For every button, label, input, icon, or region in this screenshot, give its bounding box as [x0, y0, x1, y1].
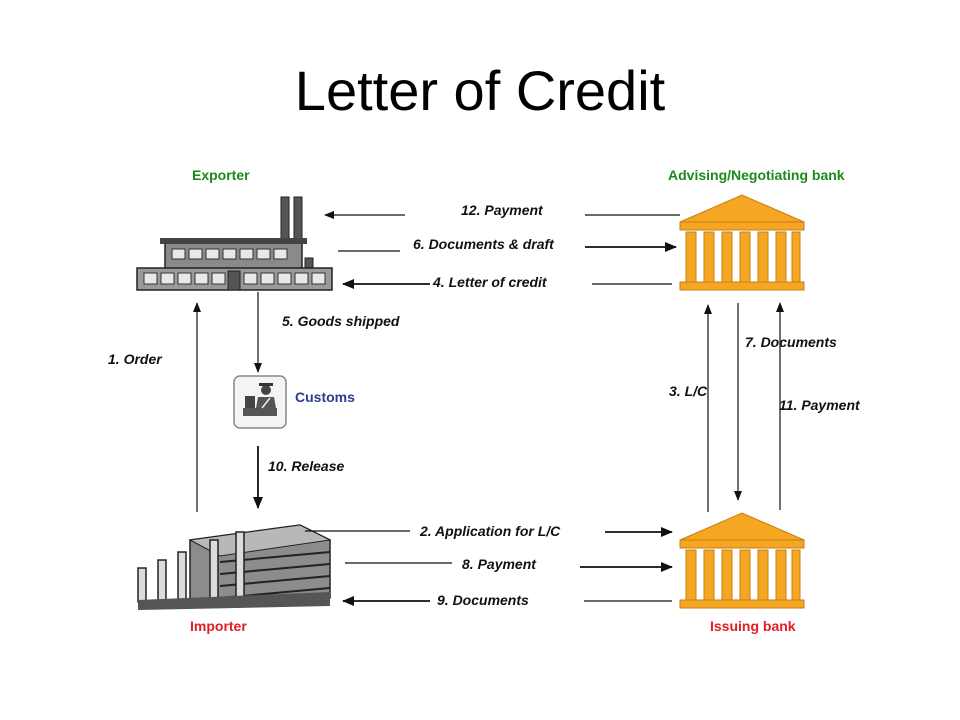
step-7-label: 7. Documents [745, 334, 837, 350]
step-1-label: 1. Order [108, 351, 162, 367]
step-2-label: 2. Application for L/C [420, 523, 561, 539]
issuing-bank-label: Issuing bank [710, 618, 796, 634]
customs-officer-icon [233, 375, 287, 429]
advising-bank-label: Advising/Negotiating bank [668, 167, 845, 183]
step-9-label: 9. Documents [437, 592, 529, 608]
arrow-8-payment [345, 562, 673, 572]
importer-label: Importer [190, 618, 247, 634]
arrow-6-documents-draft [338, 242, 677, 252]
step-5-label: 5. Goods shipped [282, 313, 400, 329]
page-title: Letter of Credit [294, 59, 666, 122]
step-6-label: 6. Documents & draft [413, 236, 554, 252]
step-3-label: 3. L/C [669, 383, 708, 399]
step-8-label: 8. Payment [462, 556, 536, 572]
step-10-label: 10. Release [268, 458, 345, 474]
customs-label: Customs [295, 389, 355, 405]
step-4-label: 4. Letter of credit [433, 274, 547, 290]
arrow-2-application [305, 527, 673, 537]
bank-building-icon [679, 194, 805, 291]
bank-building-icon [679, 512, 805, 609]
step-12-label: 12. Payment [461, 202, 543, 218]
step-11-label: 11. Payment [779, 397, 860, 413]
factory-icon [136, 196, 333, 291]
exporter-label: Exporter [192, 167, 250, 183]
warehouse-icon [137, 524, 332, 610]
